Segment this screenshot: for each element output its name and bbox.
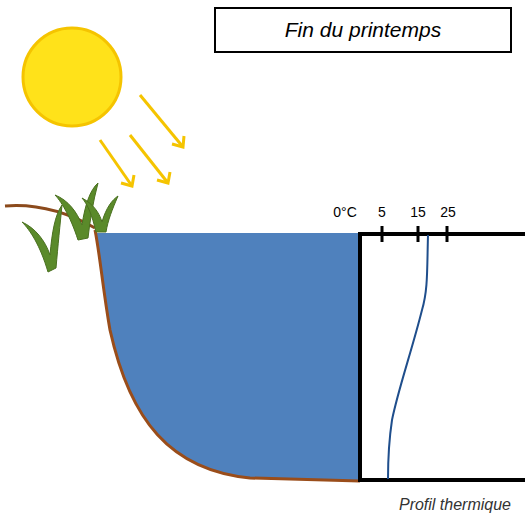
sun <box>23 28 121 126</box>
box-title: Fin du printemps <box>285 18 441 42</box>
tick-label: 15 <box>410 205 426 219</box>
lake-bed <box>95 230 360 481</box>
lake-water <box>95 233 360 481</box>
tick-label: 25 <box>440 205 456 219</box>
tick-label: 5 <box>378 205 386 219</box>
profile-axes <box>358 232 525 482</box>
tick-label: 0°C <box>333 205 357 219</box>
axis-caption: Profil thermique <box>399 497 511 513</box>
title-box: Fin du printemps <box>214 7 512 53</box>
sun-rays <box>100 95 184 186</box>
axis-ticks <box>382 226 447 242</box>
plants <box>22 183 118 272</box>
temperature-curve <box>388 235 428 479</box>
